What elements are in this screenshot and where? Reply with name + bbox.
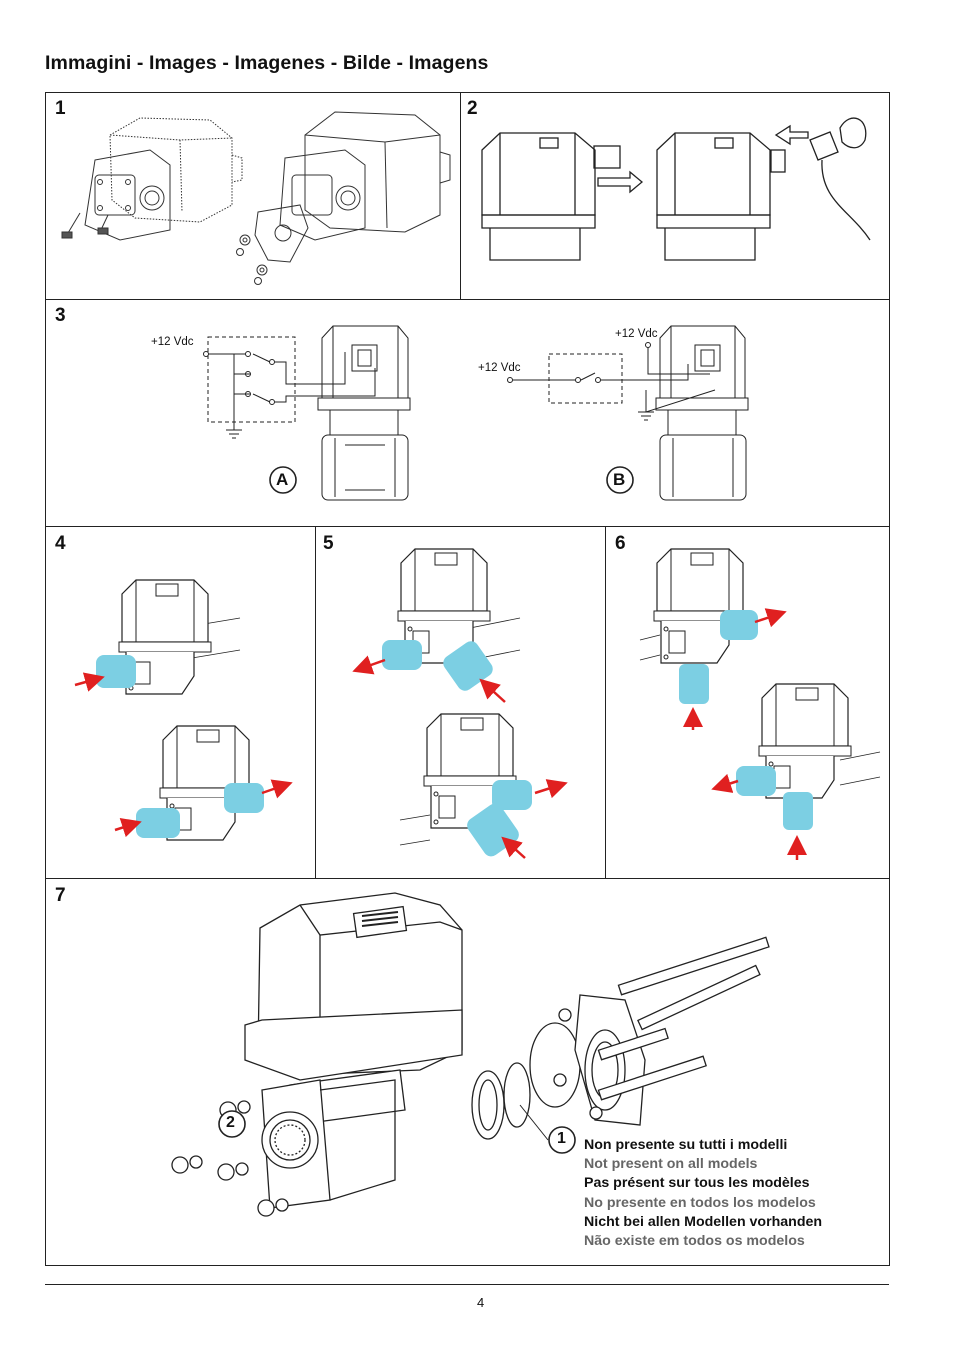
note-it: Non presente su tutti i modelli (584, 1137, 788, 1153)
callout-1: 1 (557, 1130, 566, 1147)
page-number: 4 (477, 1295, 485, 1310)
panel-number-2: 2 (467, 98, 478, 119)
panel-number-3: 3 (55, 305, 66, 326)
note-pt: Não existe em todos os modelos (584, 1233, 805, 1250)
note-fr: Pas présent sur tous les modèles (584, 1175, 810, 1192)
supply-label-b-left: +12 Vdc (478, 362, 521, 374)
panel-number-7: 7 (55, 885, 66, 906)
panel-number-1: 1 (55, 98, 66, 119)
callout-2: 2 (226, 1114, 235, 1131)
callout-a: A (276, 470, 289, 489)
panel-frame-7 (45, 878, 890, 1266)
supply-label-b-top: +12 Vdc (615, 328, 658, 340)
supply-label-a: +12 Vdc (151, 336, 194, 348)
panel-number-4: 4 (55, 533, 66, 554)
panel-number-6: 6 (615, 533, 626, 554)
page-title: Immagini - Images - Imagenes - Bilde - I… (45, 52, 489, 74)
panel-number-5: 5 (323, 533, 334, 554)
note-de: Nicht bei allen Modellen vorhanden (584, 1213, 823, 1230)
footer-divider (45, 1284, 889, 1285)
note-en: Not present on all models (584, 1156, 758, 1173)
callout-b: B (613, 470, 626, 489)
note-es: No presente en todos los modelos (584, 1194, 816, 1211)
model-availability-notes: Non presente su tutti i modelli Not pres… (584, 1136, 822, 1251)
